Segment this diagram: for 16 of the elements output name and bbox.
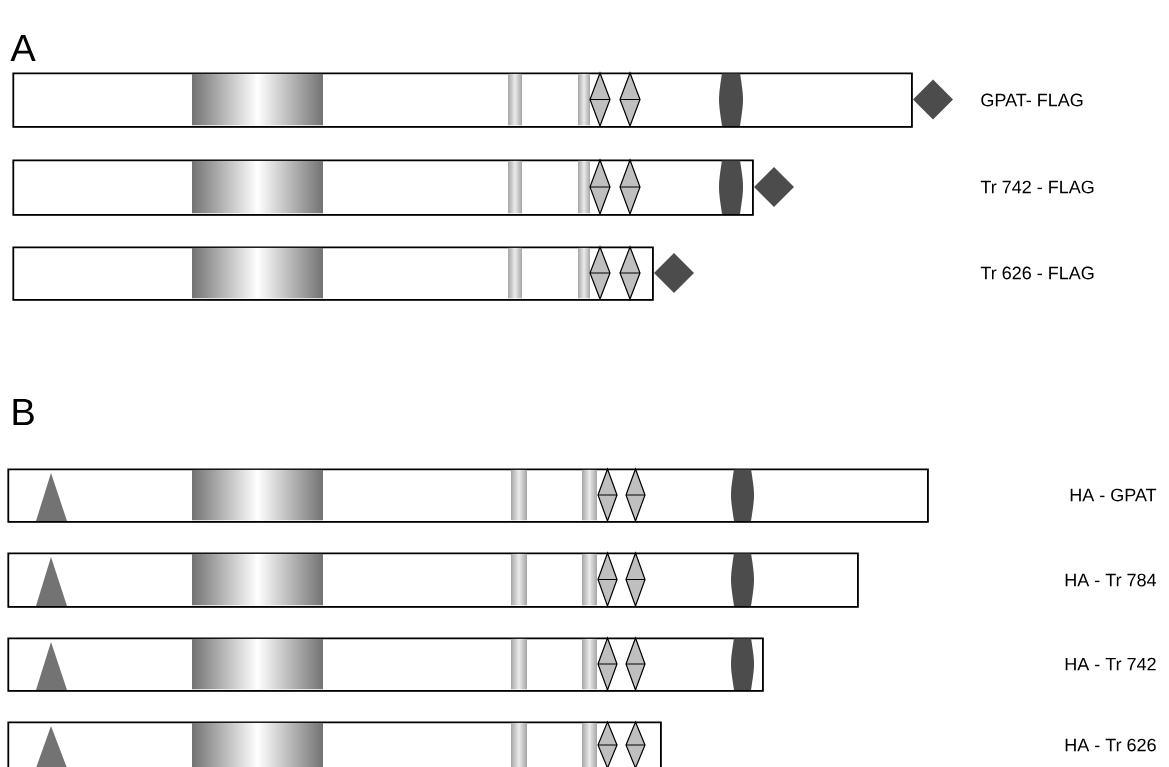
construct-bar-drawing — [12, 72, 953, 128]
construct-label: HA - Tr 626 — [1065, 738, 1156, 752]
construct-label: HA - Tr 784 — [1065, 573, 1157, 587]
construct-label: HA - Tr 742 — [1065, 657, 1156, 671]
construct-label: HA - GPAT — [1070, 488, 1157, 502]
construct-bar-drawing — [12, 246, 694, 301]
construct-bar-drawing — [7, 721, 662, 767]
construct-bar-drawing — [12, 159, 794, 216]
panel-letter: B — [13, 398, 34, 426]
construct-label: GPAT- FLAG — [981, 93, 1083, 107]
construct-bar-drawing — [7, 468, 929, 523]
panel-letter: A — [10, 34, 36, 62]
construct-label: Tr 626 - FLAG — [980, 266, 1094, 280]
construct-bar-drawing — [7, 552, 859, 608]
construct-bar-drawing — [7, 637, 764, 692]
construct-label: Tr 742 - FLAG — [980, 180, 1094, 194]
